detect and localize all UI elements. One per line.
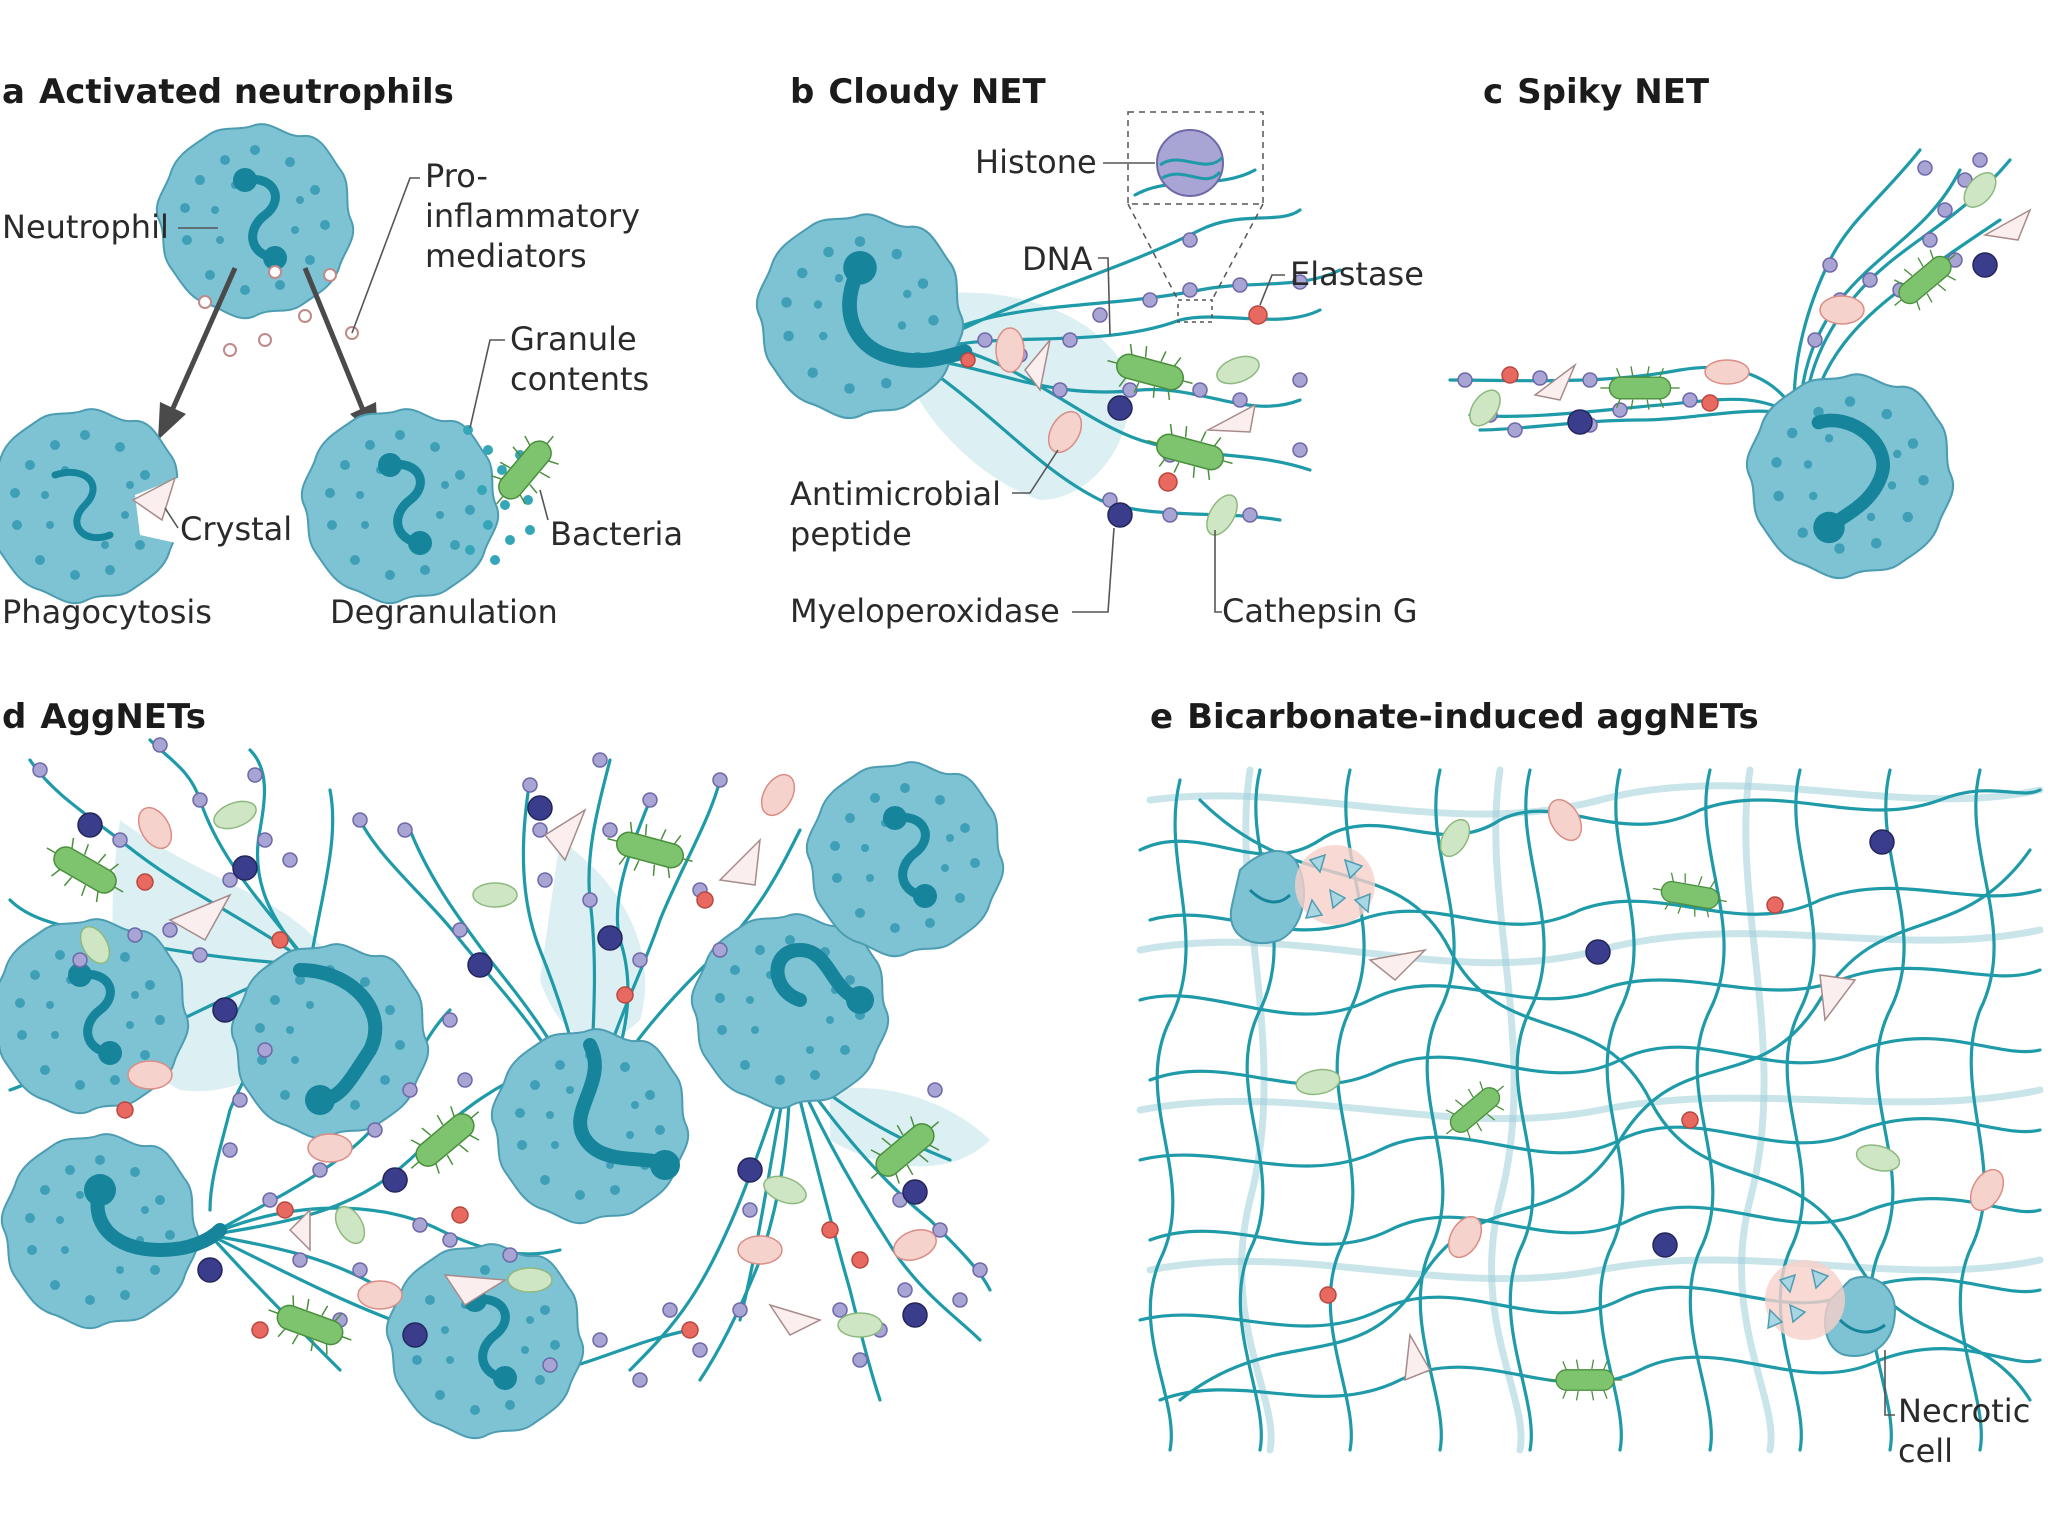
panel-e-letter: e [1150, 697, 1173, 737]
panel-d-title: AggNETs [40, 697, 206, 737]
neutrophil-c [1745, 373, 1955, 580]
elastase-b [1248, 305, 1268, 325]
panel-b-letter: b [790, 72, 814, 112]
histone-label: Histone [975, 143, 1097, 181]
panel-c-title: Spiky NET [1517, 72, 1710, 112]
panel-b-title: Cloudy NET [828, 72, 1046, 112]
necrotic-cell-1 [1229, 845, 1375, 945]
bacterium-e1 [1648, 867, 1732, 923]
particles-e [1295, 798, 2005, 1382]
neutrophil-d7 [807, 762, 1003, 956]
dna-mesh [1138, 768, 2042, 1452]
degranulating-cell [302, 409, 498, 603]
myeloperoxidase-b1 [1107, 395, 1133, 421]
degranulation-label: Degranulation [330, 593, 558, 631]
cathepsin-g-b [1216, 355, 1260, 385]
panel-d-letter: d [2, 697, 26, 737]
phagocytosis-label: Phagocytosis [2, 593, 212, 631]
crystal-b [1205, 403, 1257, 433]
myeloperoxidase-d [77, 795, 928, 1348]
neutrophil-label: Neutrophil [2, 208, 169, 246]
neutrophil-cell [157, 124, 353, 318]
cathepsin-g-b2 [1206, 494, 1238, 536]
necrotic-cell-label: Necrotic cell [1898, 1392, 2040, 1470]
neutrophil-d6 [690, 913, 890, 1110]
crystal-c2 [1982, 208, 2032, 241]
granule-contents-label: Granule contents [510, 320, 649, 398]
elastase-b3 [960, 352, 976, 368]
histone-inset [1127, 111, 1264, 323]
proinflammatory-label: Pro- inflammatory mediators [425, 157, 650, 275]
myeloperoxidase-c1 [1567, 409, 1593, 435]
elastase-label: Elastase [1290, 255, 1424, 293]
crystal-c1 [1533, 362, 1577, 401]
panel-c: c Spiky NET [1448, 72, 2032, 580]
dna-label: DNA [1022, 240, 1093, 278]
granule-contents [463, 425, 535, 565]
crystals-d [168, 808, 823, 1336]
bacteria-label: Bacteria [550, 515, 683, 553]
panel-c-letter: c [1483, 72, 1503, 112]
antimicrobial-peptide-label: Antimicrobial peptide [790, 475, 1011, 553]
cathepsin-g-label: Cathepsin G [1222, 592, 1418, 630]
neutrophil-d2 [230, 943, 430, 1140]
panel-e: e Bicarbonate-induced aggNETs [1136, 697, 2044, 1470]
panel-a: a Activated neutrophils Neutrophil Pro- i… [0, 72, 683, 631]
myeloperoxidase-b2 [1107, 502, 1133, 528]
antimicrobial-peptide-c1 [1704, 359, 1750, 385]
panel-a-letter: a [2, 72, 25, 112]
cathepsin-g-d [79, 800, 883, 1338]
arrow-to-phagocytosis [158, 402, 186, 440]
elastase-c1 [1501, 366, 1519, 384]
bacterium-e3 [1546, 1358, 1624, 1402]
panel-e-title: Bicarbonate-induced aggNETs [1187, 697, 1759, 737]
antimicrobial-peptide-c2 [1819, 295, 1865, 325]
antimicrobial-peptide-b [995, 327, 1025, 373]
neutrophil-d5 [490, 1028, 690, 1225]
panel-d: d AggNETs [0, 697, 1003, 1438]
bacterium-d3 [395, 1092, 495, 1188]
necrotic-cell-2 [1765, 1260, 1897, 1357]
elastase-b2 [1158, 472, 1178, 492]
myeloperoxidase-label: Myeloperoxidase [790, 592, 1060, 630]
proinflammatory-mediators [198, 265, 359, 357]
crystal-a [131, 476, 177, 522]
antimicrobial-peptides-d [127, 773, 937, 1310]
cathepsin-g-c1 [1469, 389, 1501, 427]
elastase-c2 [1701, 394, 1719, 412]
panel-b: b Cloudy NET [755, 72, 1424, 630]
elastase-d [116, 873, 869, 1339]
panel-a-title: Activated neutrophils [39, 72, 454, 112]
neutrophil-b [755, 213, 973, 420]
crystal-label: Crystal [180, 510, 292, 548]
histone-beads-d [32, 737, 988, 1388]
cathepsin-g-c2 [1963, 172, 1997, 208]
neutrophil-d3 [0, 1133, 227, 1330]
myeloperoxidase-c2 [1972, 252, 1998, 278]
crystal-b2 [1024, 339, 1051, 392]
antimicrobial-peptide-b2 [1047, 410, 1083, 454]
